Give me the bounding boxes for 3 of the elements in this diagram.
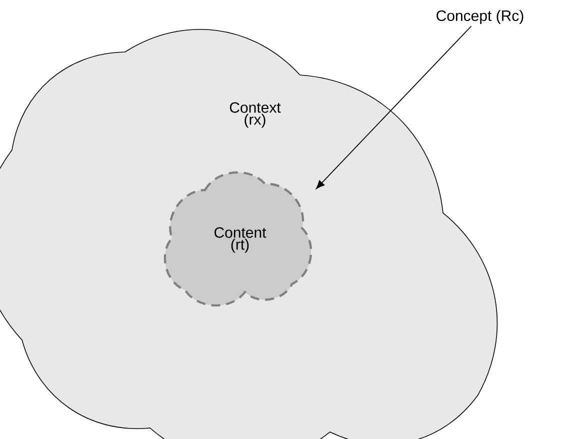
concept-label: Concept (Rc) — [436, 10, 524, 24]
content-cloud: Content (rt) — [164, 171, 312, 307]
arrow — [316, 26, 472, 189]
